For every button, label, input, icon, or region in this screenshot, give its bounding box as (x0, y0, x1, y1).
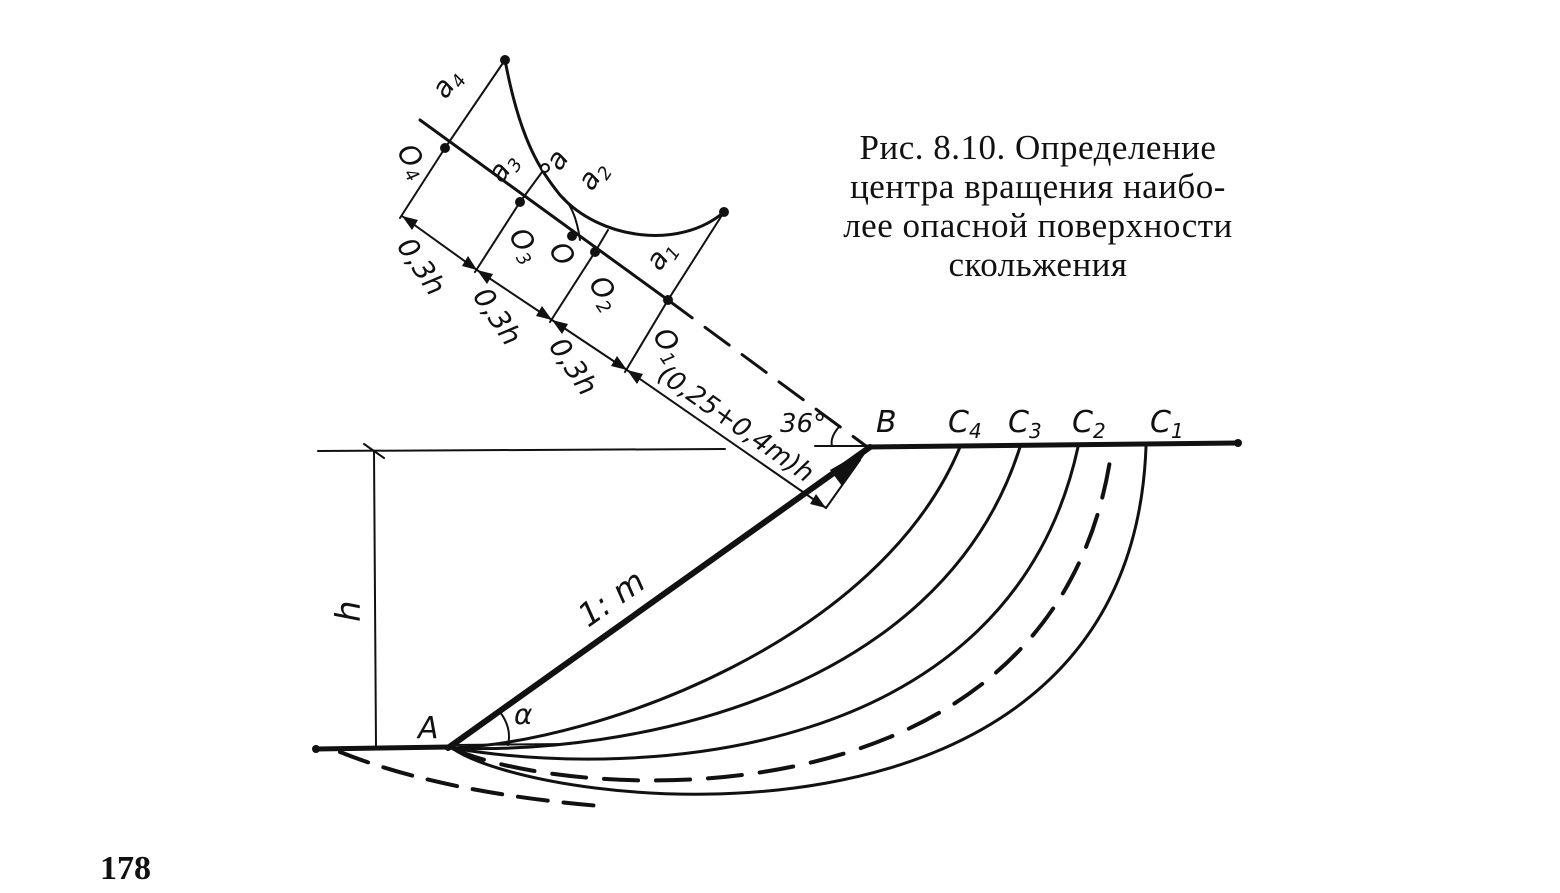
label-a1: a1 (638, 234, 685, 278)
arrowhead-3b (611, 356, 627, 370)
perp-o2 (549, 251, 596, 323)
slope-line (445, 444, 873, 751)
point-o1 (663, 295, 673, 305)
label-c4: C4 (948, 405, 982, 443)
label-o4: O4 (387, 137, 436, 185)
factor-of-safety-curve (503, 58, 726, 237)
arrowhead-2b (536, 306, 552, 320)
label-o2: O2 (579, 269, 628, 317)
label-c3: C3 (1008, 405, 1042, 443)
label-b: B (876, 405, 897, 440)
alpha-angle-arc (499, 711, 510, 746)
label-h: h (329, 600, 369, 622)
arrowhead-main-b (810, 494, 826, 508)
label-alpha: α (514, 698, 533, 731)
label-slope-ratio: 1: m (571, 562, 652, 635)
line-o1-a1 (667, 211, 725, 301)
point-a4 (500, 55, 510, 65)
label-a2: a2 (570, 154, 617, 198)
arrowhead-b (830, 447, 870, 486)
label-angle-36: 36° (780, 409, 826, 439)
label-o: O (542, 235, 582, 272)
point-a1 (719, 207, 729, 217)
figure-caption: Рис. 8.10. Определение центра вращения н… (808, 128, 1268, 284)
label-o3: O3 (499, 221, 548, 269)
crest-ground-line (865, 440, 1241, 450)
dim-line-main (626, 369, 827, 509)
minimum-tick (559, 194, 581, 241)
label-a4: a4 (424, 62, 471, 106)
center-line (418, 118, 670, 302)
slip-surface-c1 (450, 445, 1148, 796)
caption-line-1: Рис. 8.10. Определение (859, 128, 1217, 167)
perp-o3 (474, 201, 521, 273)
label-dim-2: 0,3h (466, 281, 528, 351)
label-a3: a3 (480, 146, 527, 190)
label-c2: C2 (1072, 405, 1106, 443)
caption-line-2: центра вращения наибо- (850, 167, 1226, 206)
arrowhead-1a (402, 216, 418, 230)
arrowhead-2a (477, 270, 493, 284)
top-reference-line (317, 448, 726, 452)
label-dim-1: 0,3h (390, 231, 452, 301)
label-a: A (416, 711, 439, 746)
label-dim-3: 0,3h (542, 331, 604, 401)
slip-surface-c2 (450, 445, 1080, 761)
toe-ground-line (313, 744, 453, 752)
line-o4-a4 (444, 59, 506, 149)
slip-surface-c3 (450, 445, 1022, 751)
height-tick-top (363, 443, 385, 459)
line-o3-a3 (519, 167, 546, 203)
arrowhead-1b (462, 256, 477, 270)
point-crest-end (1234, 439, 1242, 447)
height-dimension-line (373, 450, 377, 748)
arrowhead-main-a (627, 370, 643, 384)
point-o3 (515, 197, 525, 207)
caption-line-3: лее опасной поверхности (843, 206, 1233, 245)
point-o (567, 231, 577, 241)
angle-36-arc (830, 427, 839, 447)
point-toe-end (312, 745, 320, 753)
point-o4 (440, 143, 450, 153)
point-o2 (590, 247, 600, 257)
toe-dashed-curve (338, 750, 602, 808)
slip-surface-critical-dashed (450, 445, 1114, 783)
arrowhead-3a (552, 320, 568, 334)
center-line-dashed (666, 298, 868, 448)
caption-line-4: скольжения (948, 245, 1128, 284)
page-number: 178 (100, 850, 151, 887)
perp-o1 (624, 299, 669, 373)
label-c1: C1 (1150, 405, 1184, 443)
point-a3 (540, 163, 550, 173)
perp-o4 (399, 147, 446, 219)
slip-surface-c4 (450, 445, 962, 750)
